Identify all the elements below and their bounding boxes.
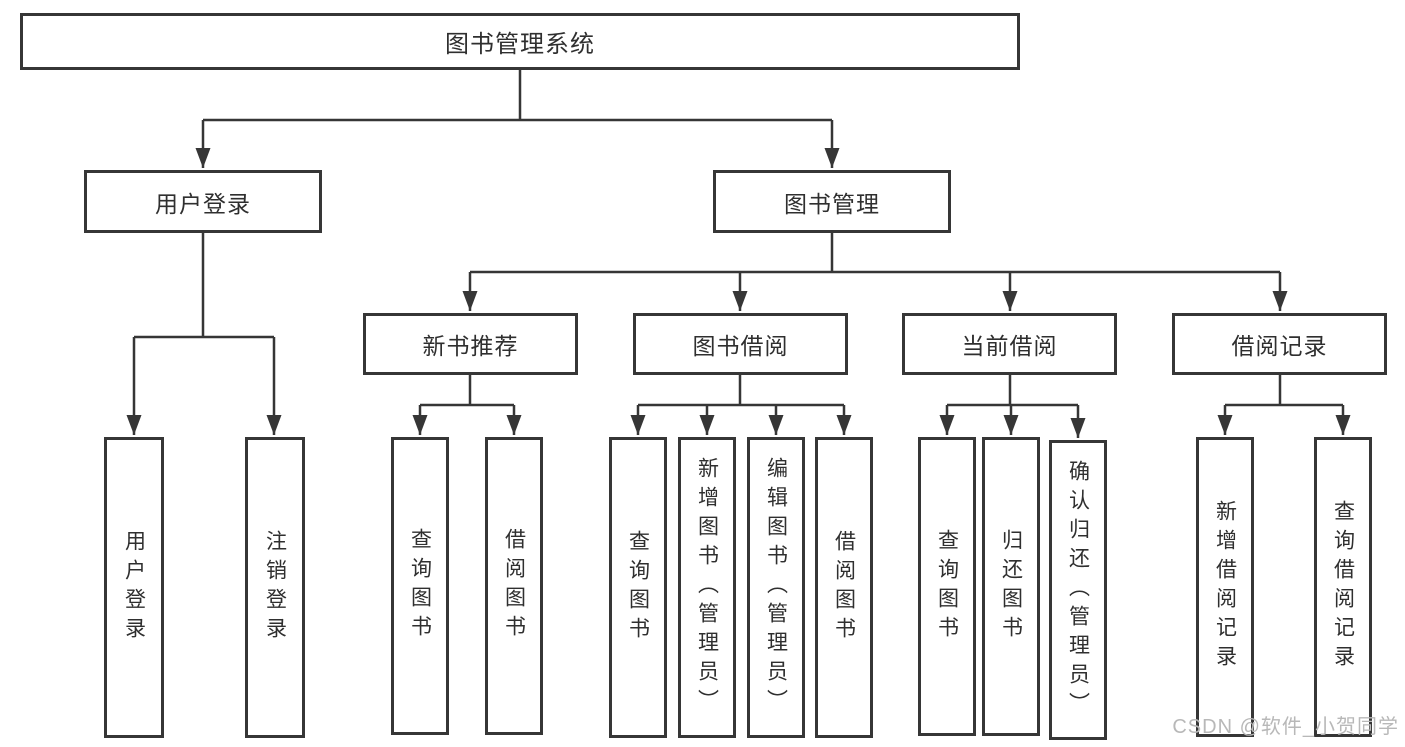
leaf-search-books-3-label: 查询图书 <box>935 528 959 645</box>
leaf-add-borrow-record-label: 新增借阅记录 <box>1213 500 1237 674</box>
leaf-borrow-books-2-label: 借阅图书 <box>832 529 856 646</box>
node-book-management-label: 图书管理 <box>784 190 880 217</box>
leaf-edit-book-admin: 编辑图书（管理员） <box>747 437 805 738</box>
node-user-login-label: 用户登录 <box>155 190 251 217</box>
node-book-management: 图书管理 <box>713 170 951 233</box>
leaf-search-books-1-label: 查询图书 <box>408 528 432 644</box>
node-new-book-recommend: 新书推荐 <box>363 313 578 375</box>
leaf-borrow-books-1: 借阅图书 <box>485 437 543 735</box>
node-current-borrowing-label: 当前借阅 <box>961 333 1058 359</box>
node-library-system: 图书管理系统 <box>20 13 1020 70</box>
node-book-borrowing-label: 图书借阅 <box>692 333 789 359</box>
leaf-search-books-1: 查询图书 <box>391 437 449 735</box>
leaf-search-books-2-label: 查询图书 <box>626 529 650 646</box>
leaf-edit-book-admin-label: 编辑图书（管理员） <box>764 457 788 718</box>
leaf-return-book: 归还图书 <box>982 437 1040 736</box>
leaf-add-borrow-record: 新增借阅记录 <box>1196 437 1254 737</box>
node-borrowing-records-label: 借阅记录 <box>1231 333 1328 359</box>
leaf-logout: 注销登录 <box>245 437 305 738</box>
leaf-search-borrow-record-label: 查询借阅记录 <box>1331 500 1355 674</box>
node-new-book-recommend-label: 新书推荐 <box>422 333 519 359</box>
leaf-return-book-label: 归还图书 <box>999 528 1023 645</box>
leaf-search-books-3: 查询图书 <box>918 437 976 736</box>
leaf-add-book-admin: 新增图书（管理员） <box>678 437 736 738</box>
leaf-borrow-books-2: 借阅图书 <box>815 437 873 738</box>
node-user-login: 用户登录 <box>84 170 322 233</box>
leaf-confirm-return-admin-label: 确认归还（管理员） <box>1066 459 1090 721</box>
leaf-user-login-label: 用户登录 <box>122 529 146 646</box>
leaf-search-borrow-record: 查询借阅记录 <box>1314 437 1372 737</box>
node-current-borrowing: 当前借阅 <box>902 313 1117 375</box>
node-book-borrowing: 图书借阅 <box>633 313 848 375</box>
csdn-watermark: CSDN @软件_小贺同学 <box>1172 716 1399 738</box>
leaf-borrow-books-1-label: 借阅图书 <box>502 528 526 644</box>
leaf-logout-label: 注销登录 <box>263 529 287 646</box>
leaf-search-books-2: 查询图书 <box>609 437 667 738</box>
node-library-system-label: 图书管理系统 <box>445 31 595 58</box>
leaf-user-login: 用户登录 <box>104 437 164 738</box>
leaf-confirm-return-admin: 确认归还（管理员） <box>1049 440 1107 740</box>
leaf-add-book-admin-label: 新增图书（管理员） <box>695 457 719 718</box>
node-borrowing-records: 借阅记录 <box>1172 313 1387 375</box>
